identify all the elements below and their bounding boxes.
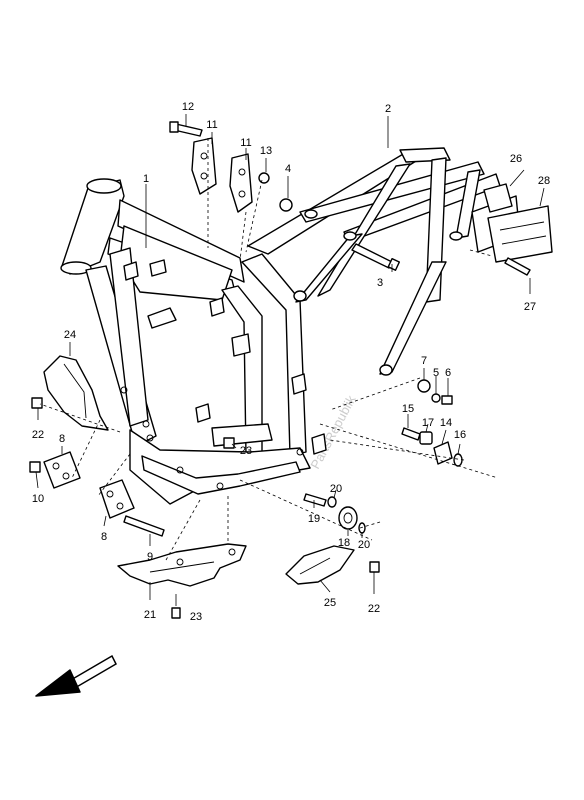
nut-4 <box>279 198 293 212</box>
guard-25 <box>285 545 355 585</box>
main-frame <box>60 178 327 505</box>
washer-20-lower <box>358 522 366 534</box>
bracket-11-right <box>229 153 253 213</box>
bolt-22-left <box>31 397 43 409</box>
callout-26: 26 <box>510 153 522 165</box>
callout-5: 5 <box>433 367 439 379</box>
callout-14: 14 <box>440 417 452 429</box>
callout-25: 25 <box>324 597 336 609</box>
spacer-17 <box>419 431 433 445</box>
svg-text:PartsRepublik: PartsRepublik <box>307 392 358 471</box>
callout-1: 1 <box>143 173 149 185</box>
washer-20-upper <box>327 496 337 508</box>
callout-21: 21 <box>144 609 156 621</box>
callout-10: 10 <box>32 493 44 505</box>
callout-24: 24 <box>64 329 76 341</box>
callout-23-upper: 23 <box>240 445 252 457</box>
callout-4: 4 <box>285 163 291 175</box>
bolt-23-lower <box>171 607 181 619</box>
bracket-8-lower <box>99 479 135 519</box>
callout-7: 7 <box>421 355 427 367</box>
callout-27: 27 <box>524 301 536 313</box>
washer-7 <box>417 379 431 393</box>
bracket-8-upper <box>43 451 81 489</box>
callout-15: 15 <box>402 403 414 415</box>
bolt-6 <box>441 395 453 405</box>
callout-16: 16 <box>454 429 466 441</box>
callout-13: 13 <box>260 145 272 157</box>
front-direction-arrow-icon <box>35 654 117 697</box>
bolt-9 <box>123 515 165 537</box>
callout-2: 2 <box>385 103 391 115</box>
callout-6: 6 <box>445 367 451 379</box>
callout-22-left: 22 <box>32 429 44 441</box>
callout-20-upper: 20 <box>330 483 342 495</box>
leader-lines <box>35 114 545 606</box>
sub-frame <box>247 147 501 376</box>
callout-17: 17 <box>422 417 434 429</box>
nut-5 <box>431 393 441 403</box>
callout-11-right: 11 <box>240 137 251 149</box>
module-28 <box>487 205 553 263</box>
callout-labels: 1 2 3 4 5 6 7 8 8 9 10 11 11 12 13 14 15… <box>32 101 550 623</box>
collar-14 <box>433 441 453 465</box>
bolt-19 <box>303 493 327 507</box>
bracket-11-left <box>191 137 217 195</box>
bolt-27 <box>504 257 531 276</box>
callout-23-lower: 23 <box>190 611 202 623</box>
bolt-3 <box>351 243 393 269</box>
skid-plate-21 <box>117 543 247 587</box>
callout-20-lower: 20 <box>358 539 370 551</box>
bolt-22-right <box>369 561 380 573</box>
watermark: PartsRepublik <box>307 392 358 471</box>
callout-3: 3 <box>377 277 383 289</box>
bolt-23-upper <box>223 437 235 449</box>
callout-8-upper: 8 <box>59 433 65 445</box>
callout-9: 9 <box>147 551 153 563</box>
washer-16 <box>453 453 463 467</box>
callout-8-lower: 8 <box>101 531 107 543</box>
bolt-10 <box>29 461 41 473</box>
callout-28: 28 <box>538 175 550 187</box>
guard-24 <box>43 355 109 431</box>
callout-18: 18 <box>338 537 350 549</box>
dashed-alignment-lines <box>39 138 499 561</box>
bolt-15 <box>401 427 421 441</box>
nut-13 <box>258 172 270 184</box>
callout-12: 12 <box>182 101 194 113</box>
callout-19: 19 <box>308 513 320 525</box>
callout-11-left: 11 <box>206 119 217 131</box>
bolt-12 <box>169 121 203 137</box>
callout-22-right: 22 <box>368 603 380 615</box>
bushing-18 <box>338 506 358 530</box>
